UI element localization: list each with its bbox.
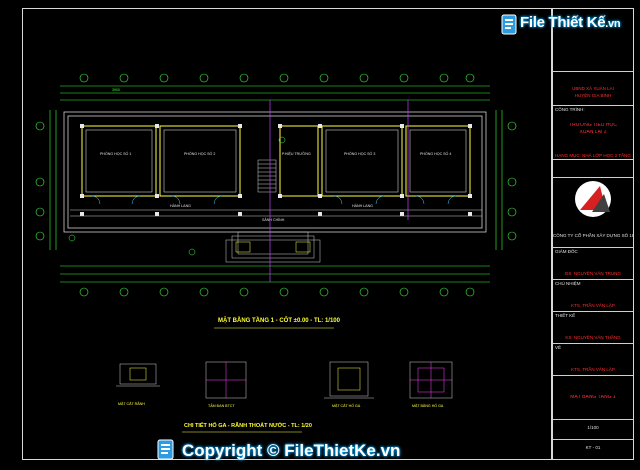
axis-bubbles-bottom [79,287,475,297]
title-block: UBND XÃ XUÂN LAI HUYỆN GIA BÌNH CÔNG TRÌ… [552,8,634,460]
director-name: ĐS. NGUYỄN VĂN TRUNG [565,271,621,276]
detail-manhole-plan [409,361,453,399]
classrooms [81,125,471,197]
hall-label: SẢNH CHÍNH [262,218,285,222]
owner-line-1: UBND XÃ XUÂN LAI [572,86,614,91]
drawing-frame [22,8,552,460]
watermark-top: File Thiết Kế.vn [500,12,621,38]
watermark-logo-icon-bottom [157,439,174,460]
chief-role: CHỦ NHIỆM [555,281,581,286]
watermark-bottom: Copyright © FileThietKe.vn [150,438,470,462]
watermark-bottom-text: Copyright © FileThietKe.vn [182,441,401,460]
project-label: CÔNG TRÌNH: [555,107,585,112]
details-title: CHI TIẾT HỐ GA - RÃNH THOÁT NƯỚC - TL: 1… [184,423,312,429]
drawer-role: VẼ [555,345,562,350]
side-dimension-lines [49,110,503,250]
plan-title: MẶT BẰNG TẦNG 1 - CỐT ±0.00 - TL: 1/100 [218,318,340,324]
detail-label-1: MẶT CẮT RÃNH [118,402,145,406]
columns [80,124,472,216]
designer-name: KS. NGUYỄN VĂN THẮNG [565,335,621,340]
project-name-1: TRƯỜNG TIỂU HỌC [569,123,617,128]
room-label-3: P.HIỆU TRƯỞNG [282,152,311,156]
watermark-top-text: File Thiết Kế.vn [520,14,621,31]
axis-bubbles-sides [35,121,517,241]
watermark-logo-icon [501,14,517,35]
detail-underlines [182,327,334,433]
detail-label-3: MẶT CẮT HỐ GA [332,404,361,408]
company-logo [575,181,611,217]
room-label-5: PHÒNG HỌC SỐ 4 [420,152,452,156]
company-name: CÔNG TY CỔ PHẦN XÂY DỰNG SỐ 18 [553,233,633,238]
top-dimension-lines [60,85,490,101]
project-name-2: XUÂN LAI 2 [579,130,607,135]
sheet-number: KT - 01 [585,445,601,450]
bottom-dimension-lines [60,265,490,283]
designer-role: THIẾT KẾ [555,313,576,318]
corridor-label-right: HÀNH LANG [352,204,373,208]
owner-line-2: HUYỆN GIA BÌNH [574,93,612,98]
chief-name: KTS. TRẦN VĂN LẬP [571,303,615,308]
entrance-steps [225,231,321,263]
room-label-4: PHÒNG HỌC SỐ 3 [344,152,376,156]
drawing-name: MẶT BẰNG TẦNG 1 [570,395,616,400]
detail-manhole-section [324,361,374,399]
detail-slab [205,361,247,399]
director-role: GIÁM ĐỐC [555,249,578,254]
corridor [70,209,482,217]
corridor-label-left: HÀNH LANG [170,204,191,208]
detail-label-4: MẶT BẰNG HỐ GA [412,404,444,408]
detail-label-2: TẤM ĐAN BTCT [208,404,235,408]
detail-drain-section [116,363,160,387]
axis-bubbles-top [79,73,475,83]
section-lines [269,100,409,282]
staircase [257,159,277,193]
scale-value: 1/100 [587,425,599,430]
drawer-name: KTS. TRẦN VĂN LẬP [571,367,615,372]
room-label-2: PHÒNG HỌC SỐ 2 [184,152,216,156]
doors [91,195,457,205]
inner-walls [85,129,467,193]
item-line: HẠNG MỤC: NHÀ LỚP HỌC 2 TẦNG [555,153,631,158]
dimension-text: 3900 [112,88,120,92]
markers [68,136,286,256]
room-label-1: PHÒNG HỌC SỐ 1 [100,152,132,156]
